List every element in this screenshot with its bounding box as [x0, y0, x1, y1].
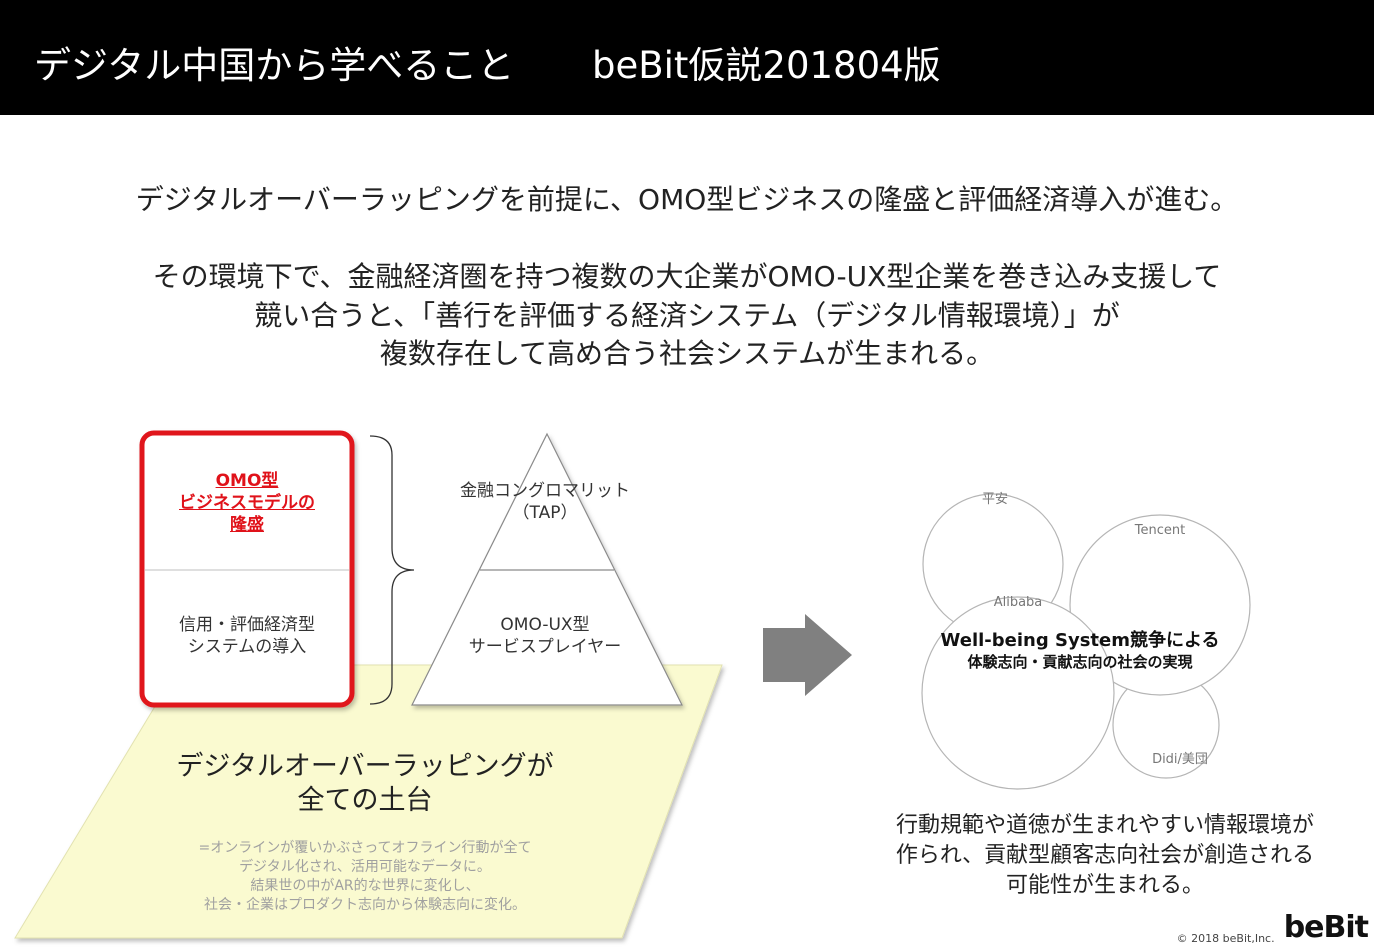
omo-box	[139, 430, 355, 708]
right-arrow-icon	[763, 614, 852, 696]
page-title: デジタル中国から学べること	[34, 44, 515, 87]
result-line-3: 可能性が生まれる。	[1005, 873, 1204, 898]
page-subtitle: beBit仮説201804版	[592, 44, 941, 87]
omo-title-line-1: OMO型	[215, 471, 279, 491]
omo-title-line-2: ビジネスモデルの	[179, 493, 315, 513]
foundation-note-line-2: デジタル化され、活用可能なデータに。	[239, 859, 491, 875]
pyramid-top-line-2: （TAP）	[512, 503, 578, 523]
pyramid-top-text: 金融コングロマリット （TAP）	[430, 480, 660, 524]
footer: © 2018 beBit,Inc. beBit	[1176, 910, 1369, 945]
omo-box-bottom-text: 信用・評価経済型 システムの導入	[142, 614, 352, 658]
circle-alibaba	[921, 596, 1115, 790]
intro-line-3: 競い合うと、「善行を評価する経済システム（デジタル情報環境）」が	[254, 299, 1120, 332]
result-text: 行動規範や道徳が生まれやすい情報環境が 作られ、貢献型顧客志向社会が創造される …	[850, 811, 1360, 901]
intro-line-1: デジタルオーバーラッピングを前提に、OMO型ビジネスの隆盛と評価経済導入が進む。	[135, 183, 1239, 216]
pyramid-top-line-1: 金融コングロマリット	[460, 481, 630, 501]
omo-sub-line-2: システムの導入	[187, 637, 307, 657]
pyramid-bottom-line-1: OMO-UX型	[500, 615, 590, 635]
foundation-title-line-2: 全ての土台	[297, 785, 433, 816]
foundation-title: デジタルオーバーラッピングが 全ての土台	[110, 750, 620, 818]
bracket	[369, 435, 415, 705]
circles-center-line-1: Well-being System競争による	[940, 630, 1220, 651]
foundation-note: =オンラインが覆いかぶさってオフライン行動が全て デジタル化され、活用可能なデー…	[110, 839, 620, 915]
intro-line-2: その環境下で、金融経済圏を持つ複数の大企業がOMO-UX型企業を巻き込み支援して	[152, 260, 1222, 293]
foundation-title-line-1: デジタルオーバーラッピングが	[176, 751, 554, 782]
foundation-note-line-3: 結果世の中がAR的な世界に変化し、	[250, 878, 480, 894]
copyright: © 2018 beBit,Inc.	[1176, 932, 1275, 945]
pyramid-bottom-text: OMO-UX型 サービスプレイヤー	[430, 614, 660, 658]
intro-line-4: 複数存在して高め合う社会システムが生まれる。	[379, 337, 995, 370]
label-tencent: Tencent	[1134, 523, 1186, 538]
result-line-2: 作られ、貢献型顧客志向社会が創造される	[895, 843, 1315, 868]
header-bar: デジタル中国から学べること beBit仮説201804版	[0, 0, 1374, 115]
label-didi: Didi/美団	[1152, 752, 1208, 767]
label-alibaba: Alibaba	[993, 595, 1043, 610]
label-pingan: 平安	[981, 492, 1008, 507]
result-line-1: 行動規範や道徳が生まれやすい情報環境が	[895, 813, 1314, 838]
foundation-note-line-1: =オンラインが覆いかぶさってオフライン行動が全て	[198, 840, 532, 856]
omo-box-top-text: OMO型 ビジネスモデルの 隆盛	[142, 470, 352, 536]
circles-center-line-2: 体験志向・貢献志向の社会の実現	[967, 653, 1193, 671]
bebit-logo: beBit	[1283, 910, 1369, 945]
circle-tencent	[1069, 514, 1251, 696]
omo-sub-line-1: 信用・評価経済型	[179, 615, 315, 635]
foundation-note-line-4: 社会・企業はプロダクト志向から体験志向に変化。	[204, 897, 526, 913]
pyramid-bottom-line-2: サービスプレイヤー	[468, 637, 622, 657]
omo-title-line-3: 隆盛	[230, 515, 264, 535]
